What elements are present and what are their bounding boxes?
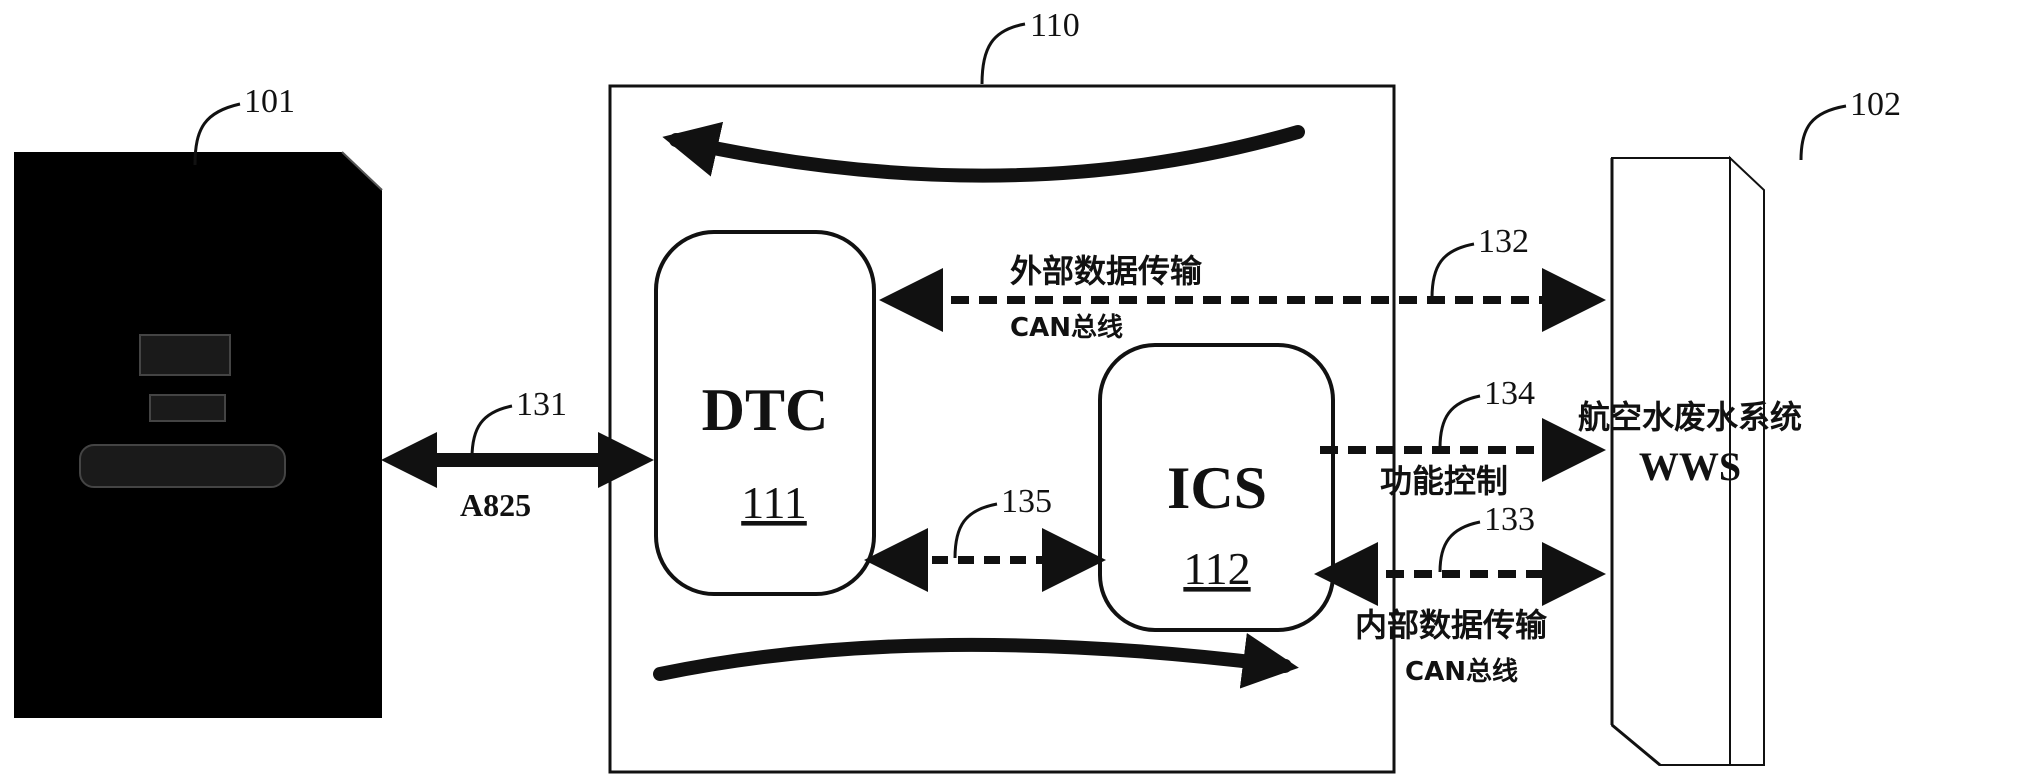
main-box-110: [608, 84, 1396, 774]
ics-box: [1098, 343, 1335, 632]
external-bus-label: CAN总线: [1010, 313, 1123, 343]
ref-135: 135: [1001, 483, 1052, 520]
leader-line-132: [1430, 242, 1475, 299]
external-transfer-label: 外部数据传输: [1010, 252, 1203, 290]
leader-line-131: [470, 404, 513, 459]
leader-line-133: [1438, 520, 1481, 573]
internal-transfer-label: 内部数据传输: [1355, 606, 1548, 644]
ics-title: ICS: [1167, 455, 1267, 521]
ref-110: 110: [1030, 7, 1080, 44]
a825-label: A825: [460, 487, 531, 523]
left-box-101: [14, 151, 383, 718]
leader-line-134: [1438, 394, 1481, 449]
ref-101: 101: [244, 83, 295, 120]
obscured-label-block: [79, 444, 286, 488]
bottom-flow-arrow: [653, 632, 1299, 689]
ref-102: 102: [1850, 86, 1901, 123]
leader-line-101: [193, 102, 241, 166]
wws-abbr: WWS: [1639, 444, 1741, 489]
leader-line-135: [953, 502, 998, 559]
leader-line-102: [1799, 104, 1847, 161]
internal-bus-label: CAN总线: [1405, 657, 1518, 687]
wws-name: 航空水废水系统: [1578, 398, 1802, 436]
dtc-box: [654, 230, 876, 596]
ref-112: 112: [1183, 543, 1250, 594]
ref-132: 132: [1478, 223, 1529, 260]
ref-134: 134: [1484, 375, 1535, 412]
right-box-102: [1610, 155, 1765, 767]
obscured-label-block: [149, 394, 226, 422]
ref-111: 111: [741, 477, 807, 528]
leader-line-110: [980, 22, 1026, 85]
ref-133: 133: [1484, 501, 1535, 538]
dtc-title: DTC: [702, 377, 829, 443]
ref-131: 131: [516, 386, 567, 423]
obscured-label-block: [139, 334, 231, 376]
function-control-label: 功能控制: [1380, 462, 1508, 500]
top-flow-arrow: [662, 121, 1305, 183]
